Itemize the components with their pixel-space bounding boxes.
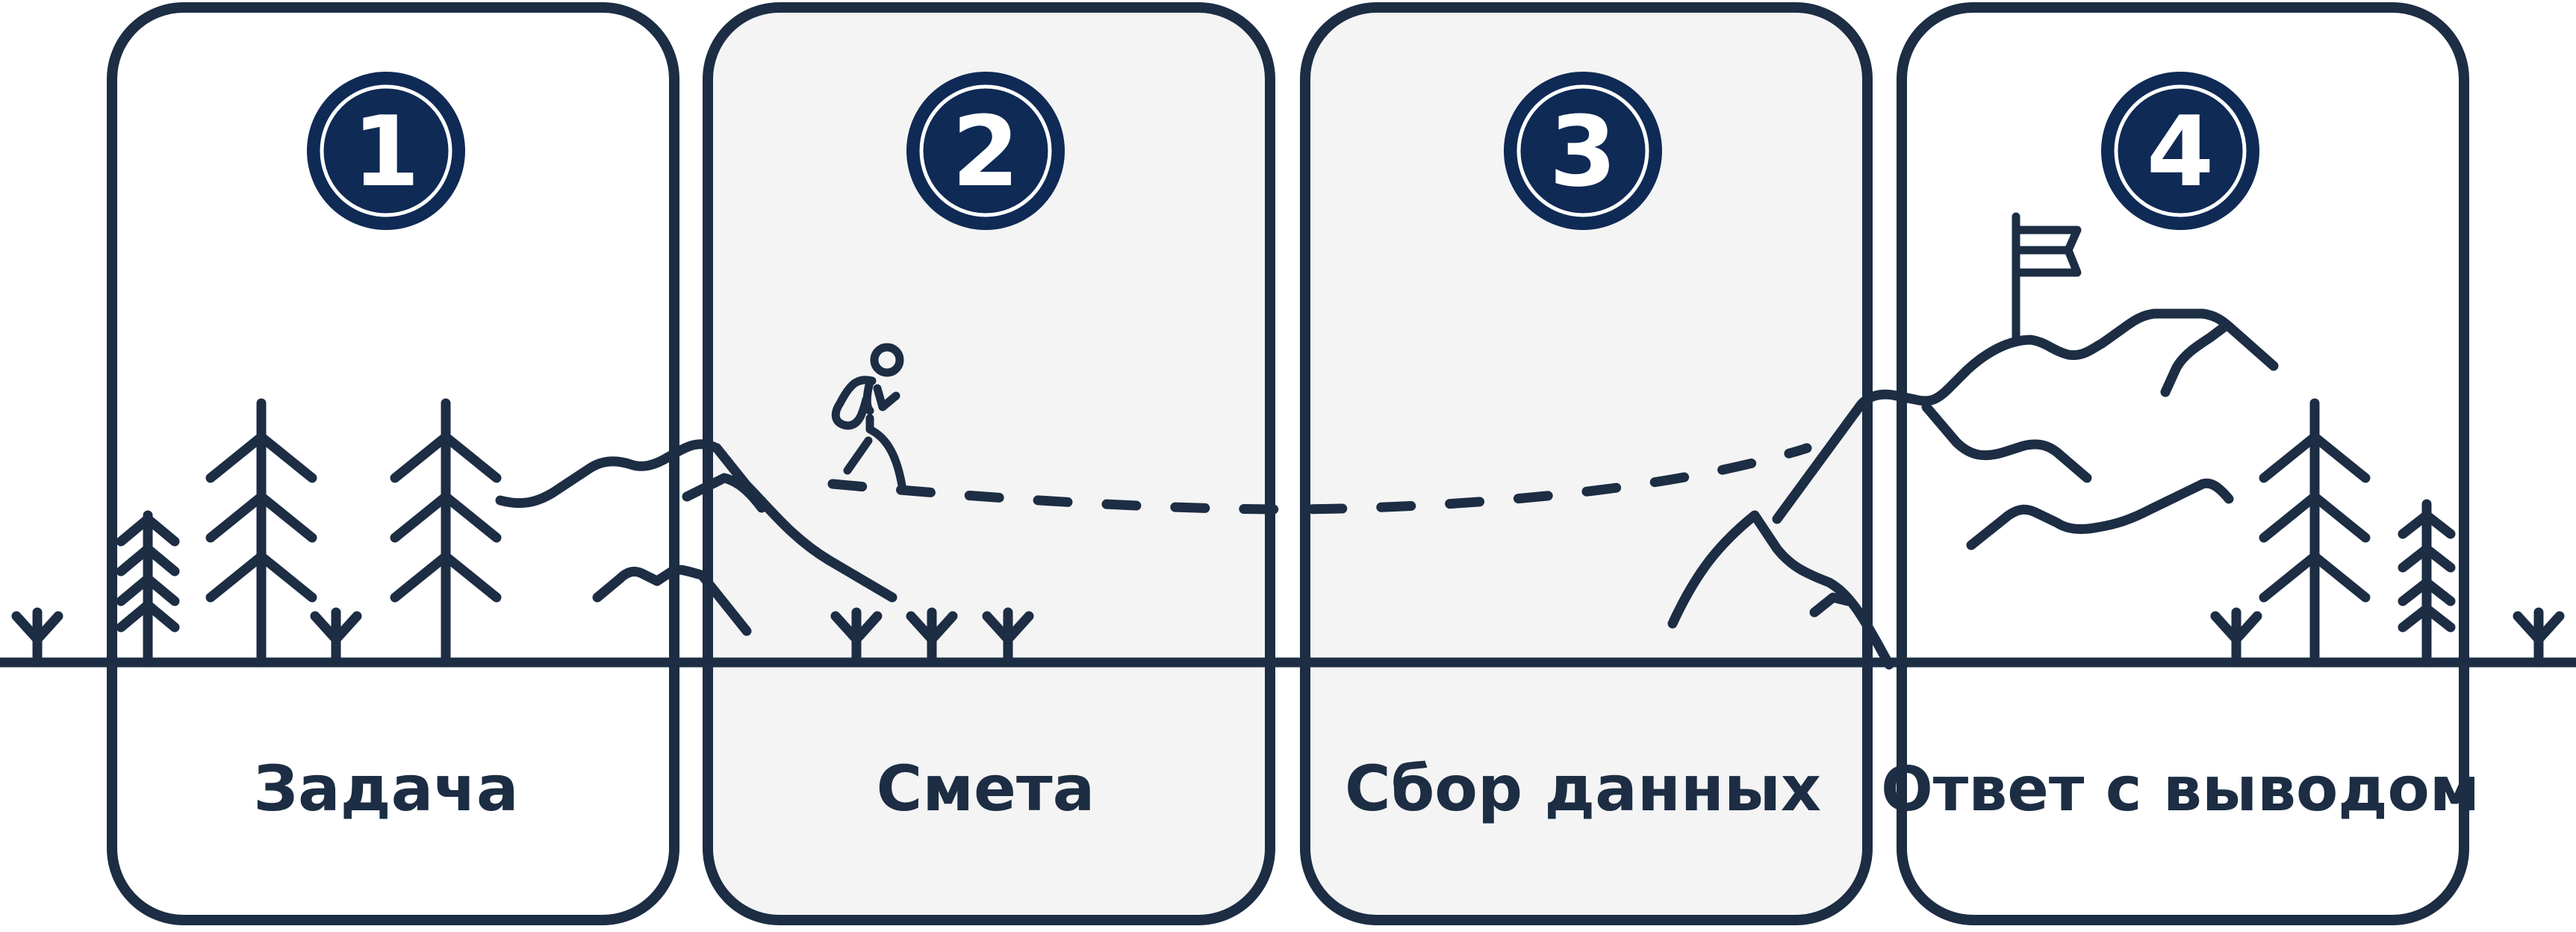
- hill-line: [2160, 321, 2230, 397]
- tree-icon: [205, 398, 317, 668]
- mountain-icon: [1772, 335, 2107, 524]
- step-badge-ring: [2101, 72, 2259, 230]
- step-badge-inner-ring: [2114, 84, 2247, 217]
- hill-line: [1966, 478, 2234, 550]
- tree-icon: [116, 510, 180, 668]
- trail-dashed: [827, 443, 1812, 515]
- step-badge-inner-ring: [919, 84, 1052, 217]
- step-number: 4: [2147, 95, 2214, 208]
- step-card-3: 3 Сбор данных: [1300, 2, 1873, 925]
- tree-icon: [2398, 499, 2456, 668]
- hiker-icon: [831, 343, 906, 490]
- step-card-frame: [703, 2, 1275, 925]
- mountain-icon: [1809, 592, 1853, 618]
- step-card-frame: [1300, 2, 1873, 925]
- hill-line: [682, 473, 767, 513]
- grass-icon: [11, 607, 2565, 668]
- hill-line: [495, 439, 897, 603]
- mountain-icon: [1667, 510, 1894, 670]
- step-number: 1: [352, 95, 420, 208]
- flag-icon: [2012, 212, 2082, 344]
- step-card-frame: [1897, 2, 2469, 925]
- step-number: 3: [1549, 95, 1617, 208]
- step-card-2: 2 Смета: [703, 2, 1275, 925]
- step-badge-inner-ring: [320, 84, 452, 217]
- tree-icon: [2259, 398, 2371, 668]
- step-badge-ring: [906, 72, 1065, 230]
- step-number: 2: [952, 95, 1019, 208]
- step-badge-ring: [1504, 72, 1662, 230]
- step-badge-ring: [307, 72, 465, 230]
- step-badge-inner-ring: [1516, 84, 1649, 217]
- step-label: Сбор данных: [1345, 752, 1821, 825]
- step-label: Ответ с выводом: [1881, 754, 2480, 825]
- step-card-frame: [107, 2, 679, 925]
- step-card-1: 1 Задача: [107, 2, 679, 925]
- hill-line: [1921, 402, 2092, 483]
- tree-icon: [390, 398, 502, 668]
- step-label: Задача: [253, 752, 518, 825]
- step-label: Смета: [877, 752, 1095, 825]
- hill-line: [592, 565, 752, 636]
- step-card-4: 4 Ответ с выводом: [1881, 2, 2480, 925]
